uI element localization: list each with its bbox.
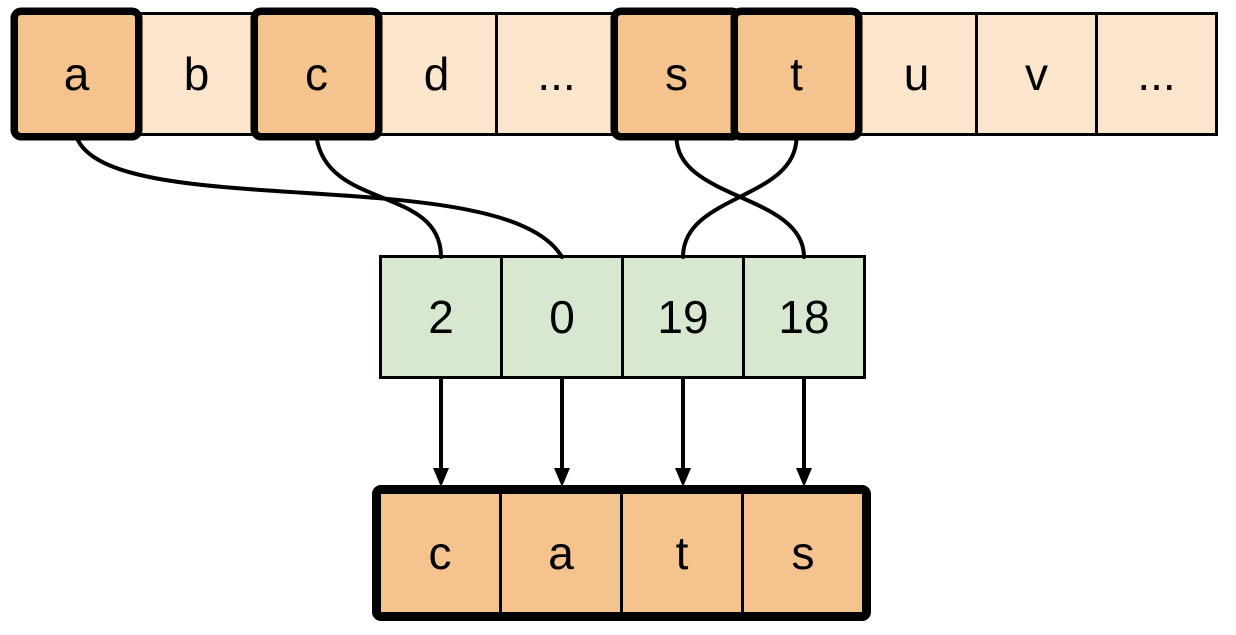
alphabet-array: a b c d ... s t u v ... [15,12,1218,136]
curve-s-to-index [674,135,806,259]
alphabet-cell-label: ... [1137,48,1176,100]
alphabet-cell-label: d [423,48,450,100]
index-cell-1: 0 [500,255,624,379]
index-cell-0: 2 [379,255,503,379]
output-array: c a t s [372,485,871,621]
index-array: 2 0 19 18 [379,255,866,379]
curve-t-to-index [681,135,799,259]
index-cell-label: 18 [778,291,830,343]
output-cell-1: a [499,491,623,615]
output-cell-2: t [620,491,744,615]
alphabet-cell-b: b [135,12,258,136]
alphabet-cell-label: u [903,48,930,100]
index-cell-label: 2 [428,291,454,343]
alphabet-cell-d: d [375,12,498,136]
alphabet-cell-label: s [665,48,688,100]
alphabet-cell-v: v [975,12,1098,136]
alphabet-cell-label: c [305,48,328,100]
index-cell-label: 0 [549,291,575,343]
output-cell-0: c [378,491,502,615]
alphabet-cell-c: c [255,12,378,136]
output-cell-label: s [791,527,815,579]
index-cell-3: 18 [742,255,866,379]
output-cell-label: t [675,527,689,579]
alphabet-cell-t: t [735,12,858,136]
output-cell-3: s [741,491,865,615]
alphabet-cell-label: b [183,48,210,100]
curve-c-to-index [314,135,443,259]
alphabet-cell-ellipsis-1: ... [495,12,618,136]
alphabet-cell-u: u [855,12,978,136]
output-cell-label: c [428,527,452,579]
index-cell-2: 19 [621,255,745,379]
alphabet-cell-label: ... [537,48,576,100]
output-cell-label: a [548,527,574,579]
alphabet-cell-a: a [15,12,138,136]
index-cell-label: 19 [657,291,709,343]
alphabet-cell-label: a [63,48,90,100]
alphabet-cell-ellipsis-2: ... [1095,12,1218,136]
alphabet-cell-label: v [1025,48,1048,100]
curve-a-to-index [74,135,564,259]
alphabet-cell-s: s [615,12,738,136]
alphabet-cell-label: t [790,48,803,100]
